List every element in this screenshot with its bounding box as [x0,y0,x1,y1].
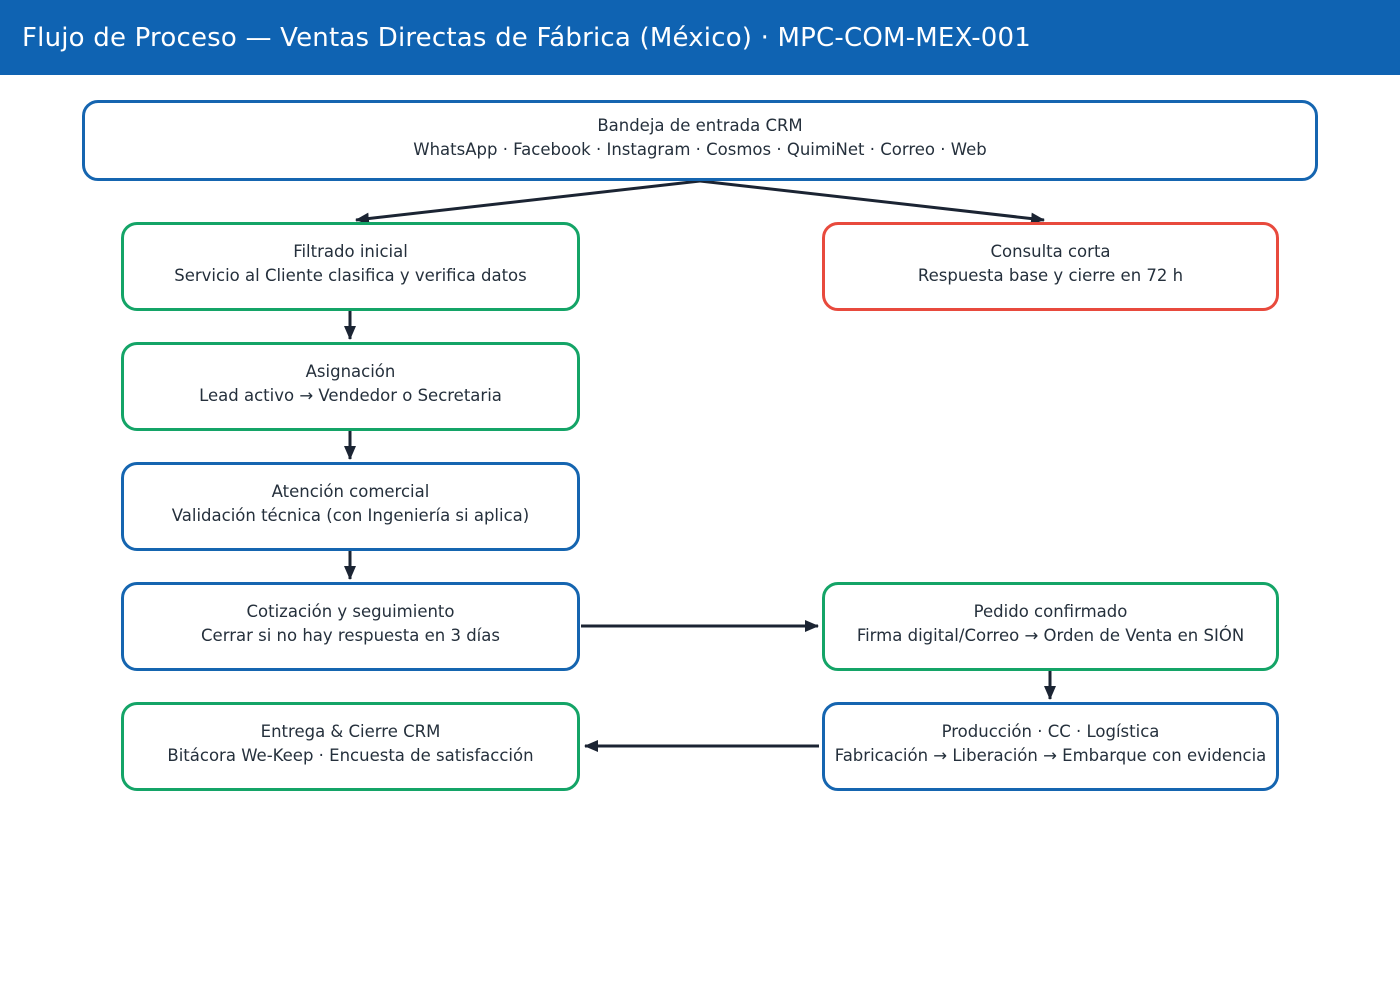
node-asignacion: Asignación Lead activo → Vendedor o Secr… [121,342,580,431]
node-subtitle: Firma digital/Correo → Orden de Venta en… [856,626,1245,645]
node-subtitle: Servicio al Cliente clasifica y verifica… [174,266,527,285]
node-title: Consulta corta [990,242,1111,262]
node-pedido-confirmado: Pedido confirmado Firma digital/Correo →… [822,582,1279,671]
node-title: Asignación [305,362,396,382]
node-filtrado-inicial: Filtrado inicial Servicio al Cliente cla… [121,222,580,311]
node-bandeja-entrada-crm: Bandeja de entrada CRM WhatsApp · Facebo… [82,100,1318,181]
header-bar: Flujo de Proceso — Ventas Directas de Fá… [0,0,1400,75]
node-title: Entrega & Cierre CRM [260,722,441,742]
node-title: Producción · CC · Logística [941,722,1160,742]
edge-inbox-filtrado [355,179,701,225]
node-cotizacion-seguimiento: Cotización y seguimiento Cerrar si no ha… [121,582,580,671]
node-atencion-comercial: Atención comercial Validación técnica (c… [121,462,580,551]
node-subtitle: Validación técnica (con Ingeniería si ap… [171,506,530,525]
node-produccion-cc-logistica: Producción · CC · Logística Fabricación … [822,702,1279,791]
node-consulta-corta: Consulta corta Respuesta base y cierre e… [822,222,1279,311]
node-title: Filtrado inicial [293,242,408,262]
node-subtitle: Fabricación → Liberación → Embarque con … [834,746,1267,765]
page-title: Flujo de Proceso — Ventas Directas de Fá… [22,22,1032,53]
node-title: Atención comercial [271,482,430,502]
node-title: Pedido confirmado [973,602,1128,622]
edge-inbox-consulta [699,179,1045,225]
node-entrega-cierre-crm: Entrega & Cierre CRM Bitácora We-Keep · … [121,702,580,791]
node-subtitle: Bitácora We-Keep · Encuesta de satisfacc… [167,746,534,765]
node-subtitle: Lead activo → Vendedor o Secretaria [199,386,502,405]
node-subtitle: Respuesta base y cierre en 72 h [917,266,1184,285]
node-subtitle: WhatsApp · Facebook · Instagram · Cosmos… [413,140,987,159]
node-title: Bandeja de entrada CRM [597,116,803,136]
node-title: Cotización y seguimiento [246,602,455,622]
node-subtitle: Cerrar si no hay respuesta en 3 días [201,626,500,645]
